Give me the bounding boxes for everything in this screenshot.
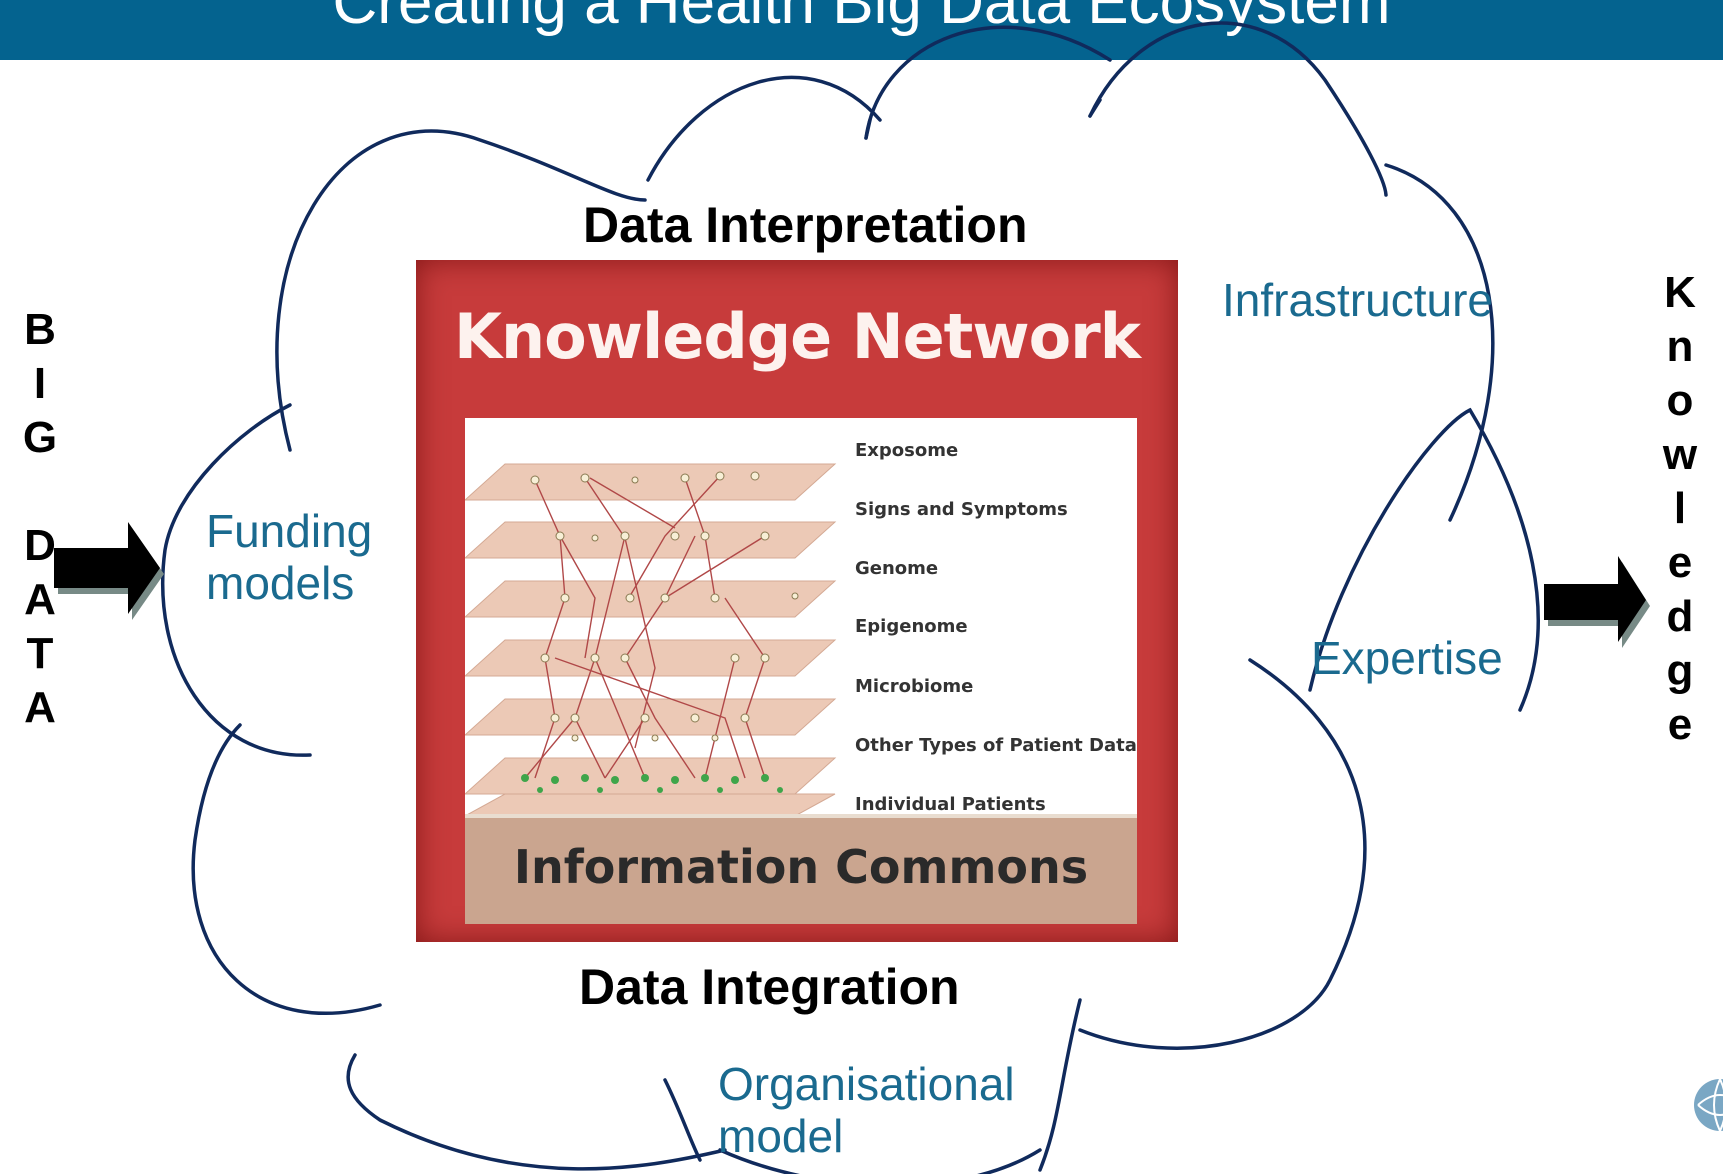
cloud-arc-top-3 [1088, 21, 1388, 197]
cloud-tick-3 [663, 1078, 702, 1162]
layer-plane [463, 698, 837, 736]
organisational-model-label: Organisational model [718, 1058, 1015, 1162]
layer-label: Genome [855, 558, 939, 579]
funding-models-label: Funding models [206, 505, 373, 609]
cloud-tick-1 [1088, 98, 1102, 118]
layer-plane [463, 521, 837, 559]
cloud-arc-left-lower [191, 723, 382, 1016]
layer-plane [464, 793, 836, 817]
layer-label: Signs and Symptoms [855, 499, 1068, 520]
knowledge-label: K n o w l e d g e [1662, 268, 1698, 749]
information-commons-bar: Information Commons [465, 814, 1137, 924]
layer-plane [463, 463, 837, 501]
layer-label: Other Types of Patient Data [855, 735, 1137, 756]
cloud-arc-top-1 [646, 75, 882, 182]
expertise-label: Expertise [1311, 632, 1503, 684]
cloud-arc-left-mid [160, 403, 312, 757]
knowledge-network-panel: Knowledge Network [416, 260, 1178, 942]
cloud-arc-right-lower [1078, 658, 1367, 1050]
cloud-arc-bottom-right [1038, 998, 1082, 1172]
data-interpretation-heading: Data Interpretation [583, 197, 1028, 253]
big-data-label: B I G D A T A [22, 305, 58, 732]
cloud-arc-top-2 [864, 25, 1112, 140]
layer-label: Individual Patients [855, 794, 1046, 815]
page-title: Creating a Health Big Data Ecosystem [332, 0, 1391, 37]
output-arrow-icon [1544, 556, 1650, 648]
information-commons-label: Information Commons [513, 840, 1089, 894]
cloud-arc-bottom-2 [718, 1148, 1042, 1174]
cloud-arc-left-upper [275, 129, 647, 452]
layer-plane [463, 639, 837, 677]
layer-planes [463, 463, 837, 817]
knowledge-network-title: Knowledge Network [453, 300, 1141, 373]
layer-label: Exposome [855, 440, 959, 461]
title-bar: Creating a Health Big Data Ecosystem [0, 0, 1723, 60]
layer-plane [463, 580, 837, 618]
infrastructure-label: Infrastructure [1222, 274, 1493, 326]
layer-diagram: Exposome Signs and Symptoms Genome Epige… [463, 418, 1137, 817]
cloud-arc-bottom-1 [346, 1053, 727, 1171]
cloud-arc-right-upper [1384, 163, 1495, 522]
layer-label: Microbiome [855, 676, 974, 697]
data-integration-heading: Data Integration [579, 959, 960, 1015]
layer-label: Epigenome [855, 616, 968, 637]
input-arrow-icon [54, 522, 164, 620]
cloud-arc-right-mid [1308, 407, 1540, 712]
globe-logo-icon [1694, 1078, 1723, 1134]
cloud-tick-2 [864, 118, 872, 140]
